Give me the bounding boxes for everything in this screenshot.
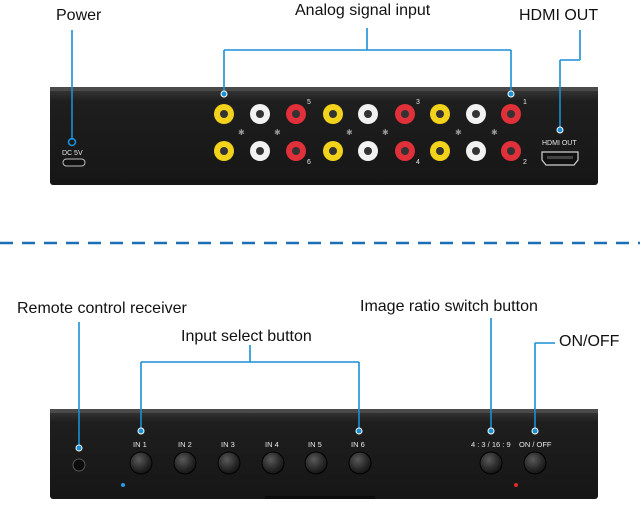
power-marker (67, 137, 77, 147)
analog-marker-left (220, 90, 228, 98)
channel-2-label: 2 (523, 159, 527, 166)
ratio-label: 4 : 3 / 16 : 9 (471, 440, 511, 449)
rca-jack[interactable] (286, 141, 306, 161)
analog-signal-input-callout: Analog signal input (295, 2, 431, 19)
rear-panel (50, 87, 598, 185)
channel-6-label: 6 (307, 159, 311, 166)
image-ratio-switch-button-callout: Image ratio switch button (360, 298, 538, 315)
hdmi-out-label: HDMI OUT (542, 140, 577, 147)
ir-receiver (72, 458, 86, 472)
hdmi-port[interactable] (541, 151, 579, 166)
screw-marks: ✱ ✱ ✱ ✱ ✱ ✱ (238, 128, 498, 137)
in3-label: IN 3 (221, 440, 235, 449)
rca-jack[interactable] (250, 141, 270, 161)
rca-jack[interactable] (395, 104, 415, 124)
rca-jack[interactable] (250, 104, 270, 124)
rca-jack[interactable] (323, 141, 343, 161)
rca-jack[interactable] (323, 104, 343, 124)
onoff-label: ON / OFF (519, 440, 552, 449)
rca-jack[interactable] (358, 141, 378, 161)
rca-jack[interactable] (214, 104, 234, 124)
remote-control-receiver-callout: Remote control receiver (17, 300, 187, 317)
hdmi-leader-line (559, 30, 581, 128)
in5-label: IN 5 (308, 440, 322, 449)
onoff-marker (531, 427, 539, 435)
rca-jack[interactable] (430, 141, 450, 161)
rca-jack-row-top (214, 104, 521, 124)
rca-jack-row-bottom (214, 141, 521, 161)
on-off-callout: ON/OFF (559, 333, 620, 350)
svg-text:✱: ✱ (491, 128, 498, 137)
remote-marker (75, 444, 83, 452)
rca-jack[interactable] (501, 104, 521, 124)
front-panel (50, 409, 598, 499)
svg-text:✱: ✱ (382, 128, 389, 137)
power-callout: Power (56, 7, 102, 24)
hdmi-marker (556, 126, 564, 134)
in6-label: IN 6 (351, 440, 365, 449)
analog-marker-right (507, 90, 515, 98)
svg-text:✱: ✱ (238, 128, 245, 137)
onoff-button[interactable] (523, 451, 547, 475)
in1-button[interactable] (129, 451, 153, 475)
power-led-red (514, 483, 518, 487)
channel-5-label: 5 (307, 99, 311, 106)
rca-jack[interactable] (214, 141, 234, 161)
input-select-bracket (140, 345, 360, 429)
svg-text:✱: ✱ (346, 128, 353, 137)
channel-3-label: 3 (416, 99, 420, 106)
input-select-marker-left (137, 427, 145, 435)
svg-text:✱: ✱ (274, 128, 281, 137)
channel-1-label: 1 (523, 99, 527, 106)
in4-button[interactable] (261, 451, 285, 475)
ratio-marker (487, 427, 495, 435)
dc-5v-label: DC 5V (62, 150, 83, 157)
in4-label: IN 4 (265, 440, 279, 449)
in2-button[interactable] (173, 451, 197, 475)
onoff-leader-line (534, 342, 555, 429)
in3-button[interactable] (217, 451, 241, 475)
input-select-marker-right (355, 427, 363, 435)
ratio-button[interactable] (479, 451, 503, 475)
in1-label: IN 1 (133, 440, 147, 449)
channel-4-label: 4 (416, 159, 420, 166)
in5-button[interactable] (304, 451, 328, 475)
rca-jack[interactable] (286, 104, 306, 124)
input-select-button-callout: Input select button (181, 328, 312, 345)
in2-label: IN 2 (178, 440, 192, 449)
analog-input-bracket (223, 28, 512, 92)
power-led-blue (121, 483, 125, 487)
hdmi-out-callout: HDMI OUT (519, 7, 599, 24)
rca-jack[interactable] (430, 104, 450, 124)
dc-5v-port[interactable] (62, 158, 86, 167)
in6-button[interactable] (348, 451, 372, 475)
rca-jack[interactable] (395, 141, 415, 161)
rca-jack[interactable] (466, 141, 486, 161)
rca-jack[interactable] (358, 104, 378, 124)
rca-jack[interactable] (501, 141, 521, 161)
rca-jack[interactable] (466, 104, 486, 124)
svg-text:✱: ✱ (455, 128, 462, 137)
